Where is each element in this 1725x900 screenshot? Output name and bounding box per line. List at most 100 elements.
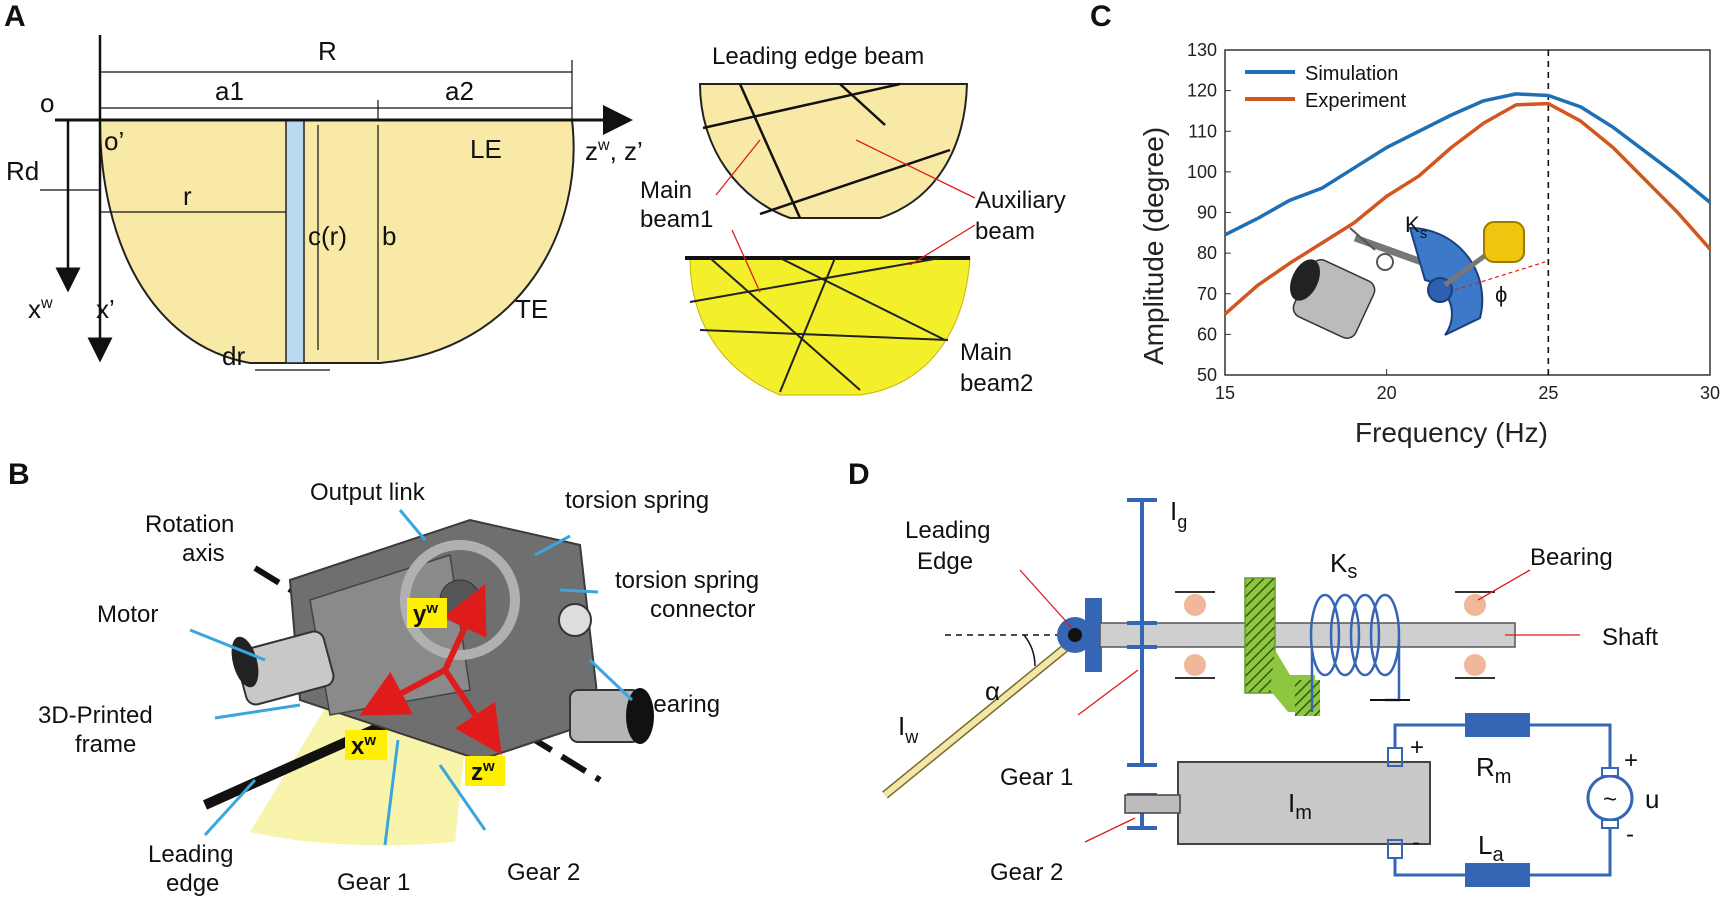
inset-phi: ϕ — [1495, 282, 1507, 307]
label-Ks: Ks — [1330, 548, 1357, 583]
label-torsion-spring: torsion spring — [565, 487, 709, 514]
inductor-La — [1465, 863, 1530, 887]
label-a1: a1 — [215, 76, 244, 106]
source-plus: + — [1624, 747, 1638, 774]
resistor-Rm — [1465, 713, 1530, 737]
label-gear2-d: Gear 2 — [990, 859, 1063, 886]
large-gear — [400, 540, 520, 660]
label-leading-edge-beam: Leading edge beam — [712, 43, 924, 70]
label-shaft: Shaft — [1602, 624, 1658, 651]
series-group — [1223, 92, 1712, 316]
x-tick-label: 20 — [1377, 383, 1397, 403]
motor-minus: - — [1412, 829, 1420, 856]
y-tick-label: 70 — [1197, 284, 1217, 304]
label-LE: LE — [470, 134, 502, 164]
label-Iw: Iw — [898, 711, 919, 747]
wing-planform — [98, 119, 575, 364]
label-Im: Im — [1288, 788, 1312, 824]
spring-connector — [1244, 577, 1276, 694]
legend-simulation: Simulation — [1305, 63, 1398, 85]
panel-d: D — [848, 458, 1659, 887]
beam-lines — [702, 82, 951, 219]
label-La: La — [1478, 830, 1504, 866]
label-o-prime: o’ — [104, 126, 124, 156]
x-tick-label: 25 — [1538, 383, 1558, 403]
inset-mechanism: Ks ϕ — [1289, 212, 1546, 339]
series-line-experiment — [1223, 101, 1712, 316]
label-b: b — [382, 221, 396, 251]
label-R: R — [318, 36, 337, 66]
bearing-b — [558, 603, 592, 637]
y-tick-label: 80 — [1197, 243, 1217, 263]
panel-label-a: A — [4, 0, 26, 33]
y-tick-label: 130 — [1187, 40, 1217, 60]
source-tilde: ~ — [1603, 786, 1617, 813]
zw-label: zw — [471, 758, 495, 786]
legend-experiment: Experiment — [1305, 90, 1407, 112]
chord-strip — [285, 119, 305, 364]
shaft — [1099, 622, 1516, 648]
label-zw: zw, z’ — [585, 136, 643, 166]
wing-rod — [883, 637, 1077, 798]
label-x-prime: x’ — [96, 294, 115, 324]
label-r: r — [183, 181, 192, 211]
label-dr: dr — [222, 341, 245, 371]
label-gear2: Gear 2 — [507, 859, 580, 886]
y-tick-label: 90 — [1197, 203, 1217, 223]
label-Rm: Rm — [1476, 752, 1511, 788]
label-c-r: c(r) — [308, 221, 347, 251]
y-tick-label: 100 — [1187, 162, 1217, 182]
zw-badge — [465, 756, 505, 786]
b-callouts — [189, 509, 634, 846]
label-o: o — [40, 88, 54, 118]
label-bearing: bearing — [640, 691, 720, 718]
x-axis-label: Frequency (Hz) — [1355, 417, 1548, 448]
x-tick-label: 15 — [1215, 383, 1235, 403]
label-Ig: Ig — [1170, 496, 1187, 532]
yw-label: yw — [413, 600, 438, 628]
legend: Simulation Experiment — [1245, 63, 1407, 112]
label-output-link: Output link — [310, 479, 426, 506]
y-axis-label: Amplitude (degree) — [1138, 127, 1169, 365]
y-tick-label: 120 — [1187, 81, 1217, 101]
motor-block — [1177, 761, 1431, 845]
photo-beam-lines — [689, 257, 949, 393]
torsion-spring-coil — [1309, 593, 1401, 712]
y-tick-label: 50 — [1197, 365, 1217, 385]
callout-lines — [715, 139, 976, 293]
label-a2: a2 — [445, 76, 474, 106]
bearings — [1175, 591, 1495, 679]
panel-label-d: D — [848, 458, 870, 491]
inset-ks: Ks — [1405, 212, 1427, 242]
panel-a: A R a1 a2 o o’ Rd r c(r) b LE TE xw x’ d… — [4, 0, 1066, 397]
beam-photo — [689, 257, 971, 396]
y-tick-label: 110 — [1188, 121, 1217, 141]
label-alpha: α — [985, 676, 1000, 706]
d-callouts — [1019, 569, 1580, 843]
inset-load — [1483, 221, 1525, 263]
label-u: u — [1645, 784, 1659, 814]
panel-b: B yw xw zw — [8, 458, 759, 897]
body-frame-arrows — [359, 584, 502, 755]
circuit — [1393, 723, 1612, 877]
series-line-simulation — [1224, 92, 1712, 237]
label-bearing-d: Bearing — [1530, 544, 1613, 571]
label-gear1-d: Gear 1 — [1000, 764, 1073, 791]
y-tick-label: 60 — [1197, 324, 1217, 344]
leading-edge-beam-sketch — [698, 83, 969, 219]
label-gear1: Gear 1 — [337, 869, 410, 896]
label-TE: TE — [515, 294, 548, 324]
source-minus: - — [1626, 821, 1634, 848]
label-motor: Motor — [97, 601, 158, 628]
xw-badge — [345, 730, 387, 760]
yw-badge — [407, 598, 447, 628]
